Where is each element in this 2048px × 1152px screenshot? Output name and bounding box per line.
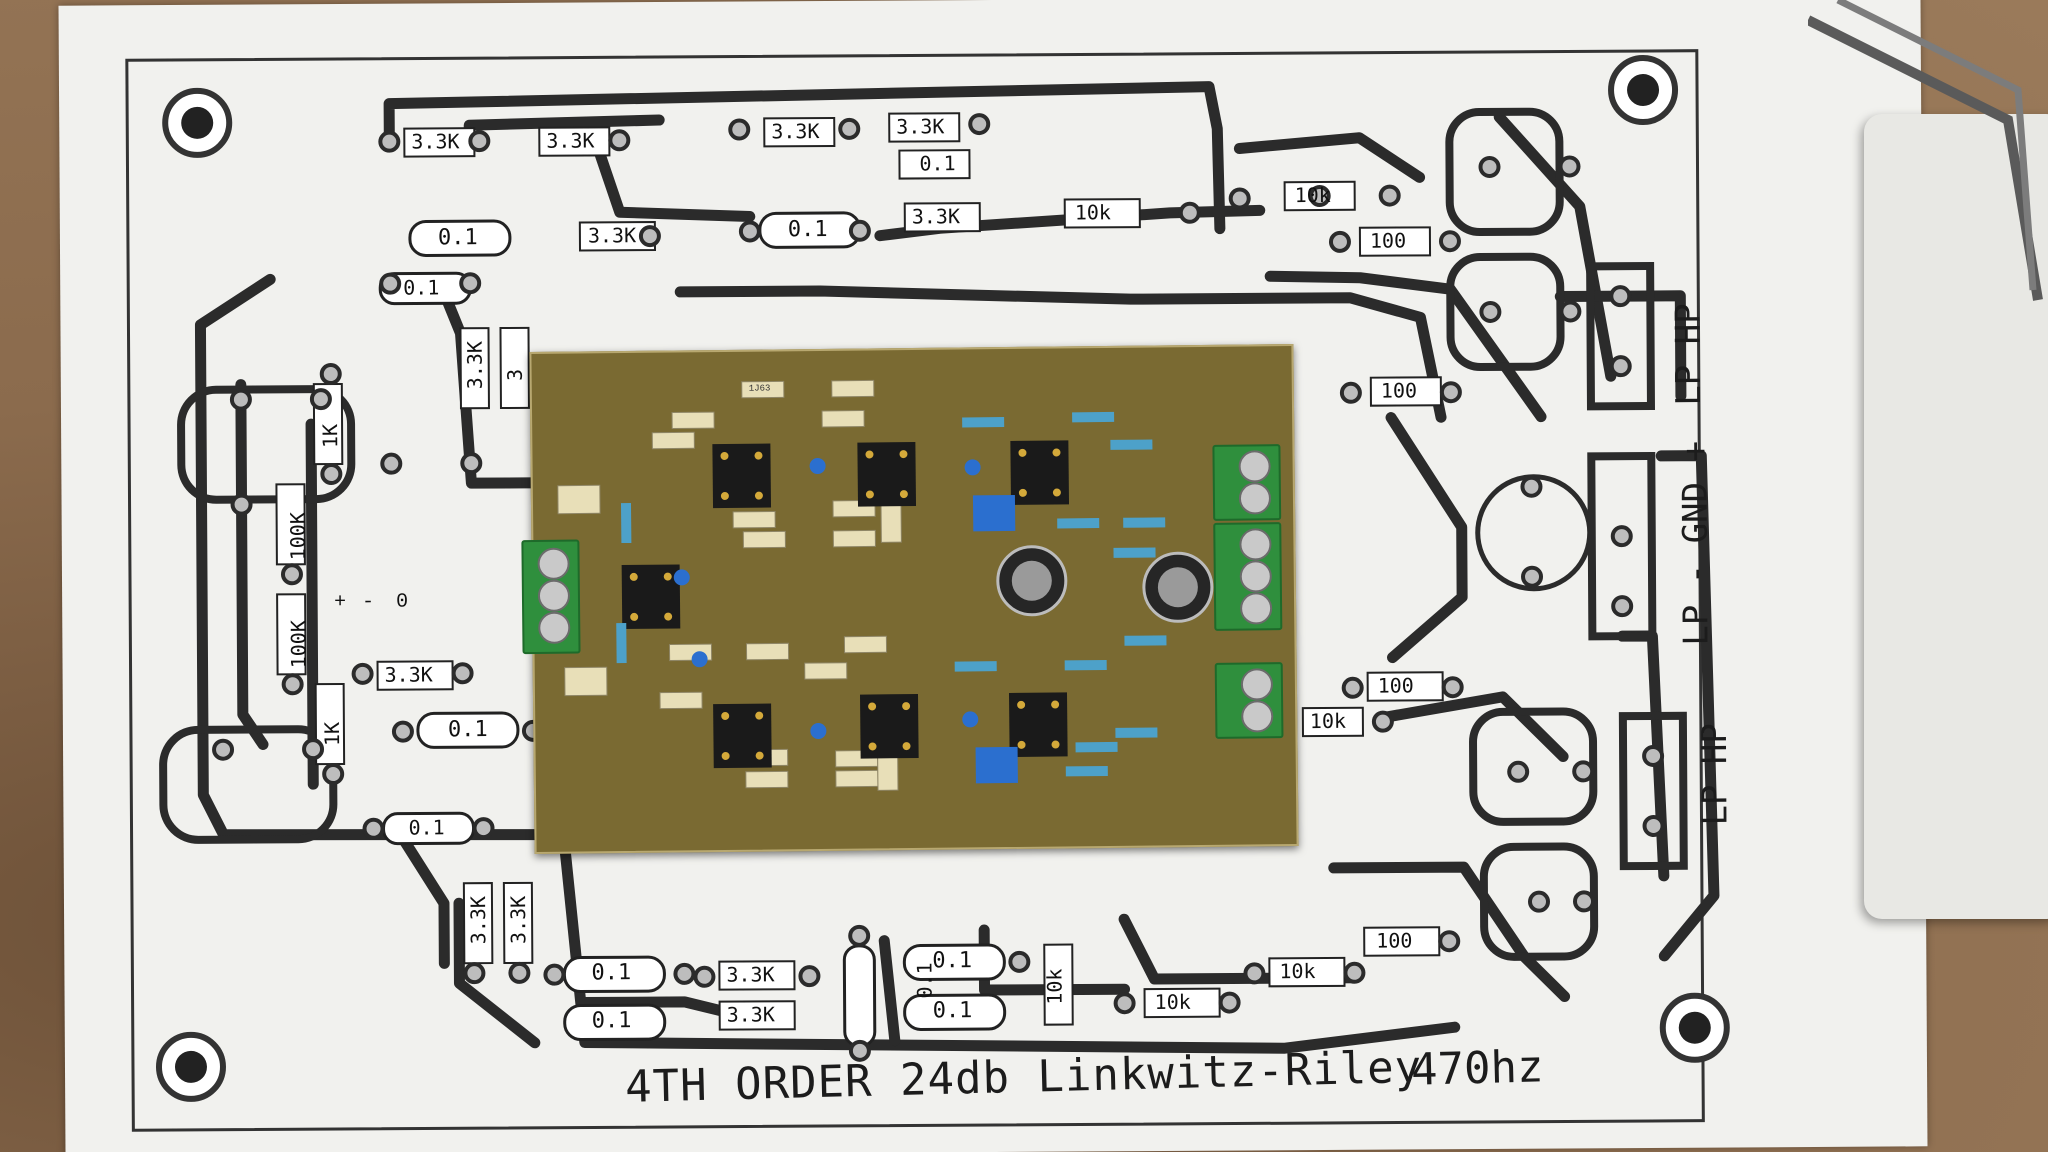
resistor-label-10k-a: 10k (1074, 200, 1111, 225)
resistor-label-3-3k-b: 3.3K (546, 128, 595, 153)
resistor-label-100k-b: 100K (286, 620, 311, 669)
resistor-label-1k-b: 1K (319, 721, 345, 747)
input-screw-1 (537, 547, 570, 580)
resistor-label-10k-f: 10k (1309, 708, 1347, 734)
capacitor-marking: 1J63 (748, 383, 771, 394)
resistor-label-100k-a: 100K (285, 512, 310, 561)
capacitor-label-0-1-f: 0.1 (408, 815, 445, 840)
resistor-label-3-3k-l: 3.3K (506, 895, 531, 945)
capacitor-label-0-1-g: 0.1 (591, 960, 632, 986)
lp-screw-2 (1238, 482, 1272, 515)
side-label-top-right: LP HP (1668, 303, 1709, 406)
resistor-label-3-3k-c: 3.3K (771, 119, 820, 144)
power-screw-3 (1239, 592, 1273, 625)
resistor-label-3-3k-a: 3.3K (411, 129, 460, 154)
opamp-pin-zero: 0 (396, 590, 409, 614)
resistor-label-3-3k-h: 3.3K (726, 962, 775, 987)
resistor-label-10k-e: 10k (1279, 959, 1316, 984)
input-screw-3 (538, 611, 571, 644)
resistor-label-10k-b: 10k (1294, 182, 1331, 208)
lp-screw-1 (1238, 450, 1271, 483)
tweezers-tool (1808, 0, 2043, 301)
resistor-label-3-3k-j: 3.3K (462, 341, 487, 390)
power-screw-1 (1239, 528, 1272, 561)
power-screw-2 (1239, 560, 1272, 593)
capacitor-label-0-1-d: 0.1 (403, 275, 440, 300)
resistor-label-3-3k-g: 3.3K (384, 662, 433, 687)
foam-block (1864, 114, 2048, 919)
resistor-label-100-c: 100 (1377, 673, 1414, 698)
capacitor-label-0-1-h: 0.1 (591, 1008, 632, 1034)
hp-screw-1 (1240, 668, 1274, 701)
capacitor-label-0-1-c: 0.1 (787, 217, 828, 243)
capacitor-label-0-1-j: 0.1 (932, 998, 973, 1024)
resistor-label-100-a: 100 (1369, 228, 1407, 253)
resistor-label-10k-d: 10k (1154, 989, 1191, 1015)
resistor-label-3-3k-f: 3.3K (911, 204, 961, 229)
side-label-bottom-right: LP HP (1694, 723, 1736, 826)
populated-crossover-pcb: 1J63 (521, 344, 1299, 854)
input-screw-2 (537, 579, 571, 612)
capacitor-label-0-1-b: 0.1 (437, 225, 478, 251)
resistor-label-3-3k-d: 3.3K (896, 114, 945, 139)
side-label-middle-right: LP - GND + (1675, 440, 1717, 646)
pcb-components (557, 379, 1214, 791)
opamp-pin-minus: - (362, 590, 375, 614)
hp-screw-2 (1241, 700, 1274, 733)
capacitor-label-0-1-a: 0.1 (919, 151, 956, 176)
crossover-frequency: 470hz (1410, 1041, 1545, 1096)
resistor-label-10k-c: 10k (1042, 968, 1067, 1005)
resistor-label-3-3k-i: 3.3K (726, 1002, 775, 1027)
resistor-label-3-3k-k: 3.3K (466, 895, 491, 945)
capacitor-label-0-1-k: 0.1 (912, 962, 937, 999)
opamp-pin-plus: + (334, 590, 347, 615)
capacitor-label-0-1-e: 0.1 (447, 717, 488, 743)
resistor-label-3-3k-e: 3.3K (587, 223, 637, 248)
capacitor-label-0-1-i: 0.1 (932, 948, 973, 974)
resistor-label-100-d: 100 (1380, 378, 1418, 403)
resistor-label-100-b: 100 (1376, 928, 1413, 953)
resistor-label-1k-a: 1K (318, 423, 343, 449)
resistor-label-3: 3 (502, 368, 527, 382)
